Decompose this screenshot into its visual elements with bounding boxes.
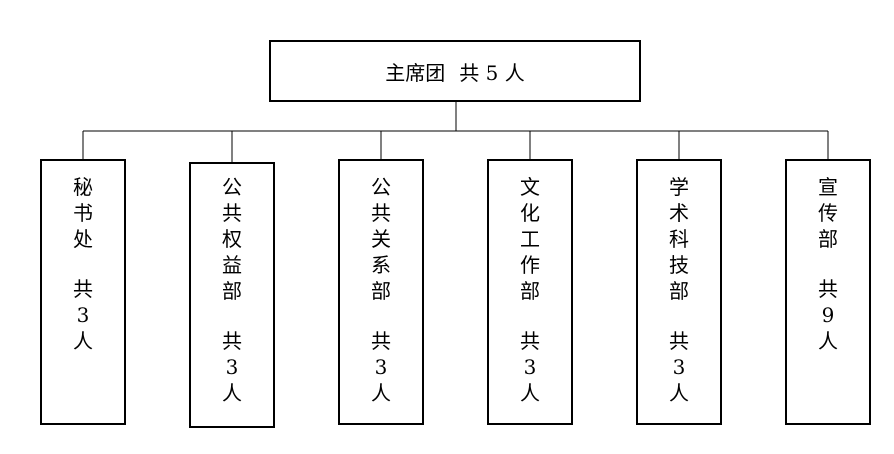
top-node: 主席团共 5 人: [269, 40, 641, 102]
department-name-char: 权: [222, 227, 242, 251]
department-name-char: 传: [818, 201, 838, 225]
department-name-char: 部: [818, 227, 838, 251]
department-count-label: 共: [222, 329, 242, 353]
department-name-char: 公: [222, 175, 242, 199]
department-count-value: 9: [822, 303, 835, 327]
department-count-label: 共: [73, 277, 93, 301]
department-count-unit: 人: [73, 329, 93, 353]
department-count-value: 3: [77, 303, 90, 327]
department-box: [189, 162, 275, 428]
department-name-char: 文: [520, 175, 540, 199]
department-count-label: 共: [371, 329, 391, 353]
department-name-char: 秘: [73, 175, 93, 199]
department-box: [338, 159, 424, 425]
department-count-unit: 人: [818, 329, 838, 353]
department-name-char: 书: [73, 201, 93, 225]
department-name-char: 科: [669, 227, 689, 251]
department-count-value: 3: [673, 355, 686, 379]
department-count-unit: 人: [520, 381, 540, 405]
department-count-value: 3: [524, 355, 537, 379]
department-name-char: 宣: [818, 175, 838, 199]
department-name-char: 学: [669, 175, 689, 199]
department-name-char: 关: [371, 227, 391, 251]
department-count-label: 共: [669, 329, 689, 353]
department-name-char: 化: [520, 201, 540, 225]
department-count-label: 共: [818, 277, 838, 301]
department-name-char: 作: [520, 253, 540, 277]
department-name-char: 处: [73, 227, 93, 251]
top-node-box: [269, 40, 641, 102]
department-name-char: 部: [371, 279, 391, 303]
department-name-char: 部: [520, 279, 540, 303]
department-name-char: 公: [371, 175, 391, 199]
department-name-char: 益: [222, 253, 242, 277]
department-name-char: 系: [371, 253, 391, 277]
department-box: [785, 159, 871, 425]
department-count-unit: 人: [669, 381, 689, 405]
department-name-char: 共: [371, 201, 391, 225]
department-count-value: 3: [226, 355, 239, 379]
department-name-char: 部: [222, 279, 242, 303]
department-name-char: 术: [669, 201, 689, 225]
top-node-name: 主席团: [385, 61, 445, 85]
department-count-unit: 人: [371, 381, 391, 405]
department-count-value: 3: [375, 355, 388, 379]
department-count-unit: 人: [222, 381, 242, 405]
department-count-label: 共: [520, 329, 540, 353]
department-box: [636, 159, 722, 425]
connectors: [82, 102, 829, 163]
department-name-char: 共: [222, 201, 242, 225]
department-name-char: 工: [520, 227, 540, 251]
top-node-count: 共 5 人: [459, 61, 524, 85]
top-node-label: 主席团共 5 人: [385, 61, 524, 85]
department-name-char: 技: [669, 253, 689, 277]
department-box: [40, 159, 126, 425]
department-box: [487, 159, 573, 425]
department-name-char: 部: [669, 279, 689, 303]
